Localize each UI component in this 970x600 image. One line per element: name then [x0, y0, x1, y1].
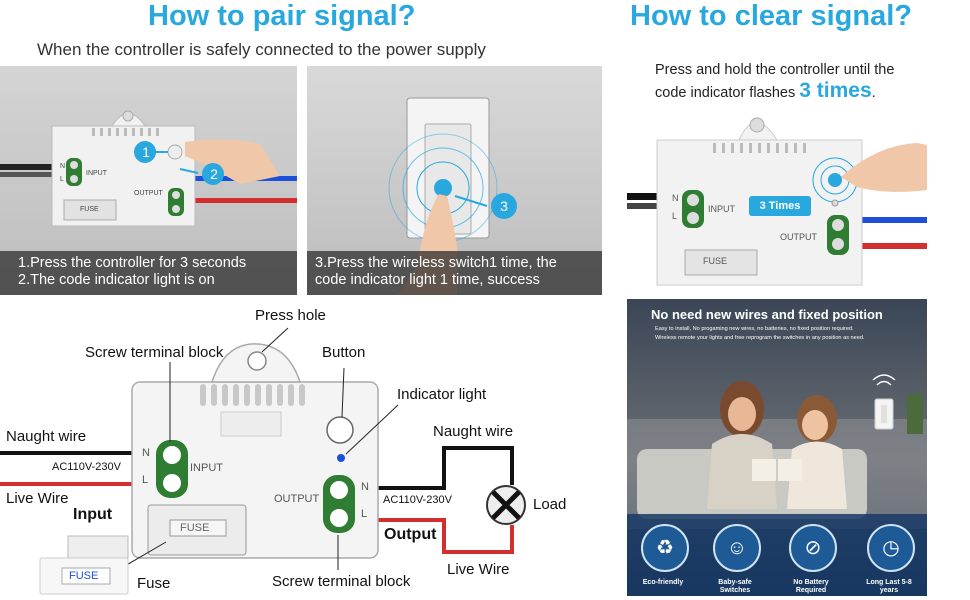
- button-label: Button: [322, 344, 366, 361]
- diagram-fuse-print: FUSE: [180, 522, 210, 534]
- pair-step3-caption: 3.Press the wireless switch1 time, the c…: [307, 251, 602, 295]
- wiring-diagram: [0, 327, 526, 595]
- promo-line-1: Easy to install, No progaming new wires,…: [655, 326, 854, 332]
- clear-fuse-print: FUSE: [703, 256, 728, 266]
- terminal-n-label-1: N: [60, 163, 66, 170]
- diagram-l-output: L: [361, 508, 368, 520]
- input-print-1: INPUT: [86, 170, 107, 177]
- live-wire-right-label: Live Wire: [447, 561, 510, 578]
- pair-step3-panel: 3 3.Press the wireless switch1 time, the…: [307, 66, 602, 295]
- no-battery-icon: ⊘: [789, 524, 837, 572]
- terminal-l-label-1: L: [60, 176, 64, 183]
- input-label: Input: [73, 506, 113, 523]
- caption-line: code indicator light 1 time, success: [315, 272, 540, 288]
- pair-title: How to pair signal?: [148, 0, 416, 32]
- clear-controller-illustration: [627, 117, 927, 286]
- clear-instruction-prefix: code indicator flashes: [655, 85, 800, 101]
- step-badge-1: 1: [142, 144, 150, 160]
- diagram-n-output: N: [361, 481, 369, 493]
- voltage-right-label: AC110V-230V: [383, 494, 452, 506]
- clear-terminal-l: L: [672, 211, 678, 221]
- press-hole-label: Press hole: [255, 307, 326, 324]
- feature-eco-label: Eco-friendly: [642, 579, 684, 586]
- caption-line: 1.Press the controller for 3 seconds: [18, 255, 247, 271]
- indicator-light-label: Indicator light: [397, 386, 487, 403]
- output-label: Output: [384, 526, 437, 543]
- clear-output-print: OUTPUT: [780, 232, 817, 242]
- clear-instruction-line2: code indicator flashes 3 times.: [655, 79, 876, 103]
- screw-terminal-bottom-label: Screw terminal block: [272, 573, 411, 590]
- diagram-input-print: INPUT: [190, 462, 223, 474]
- feature-baby-safe-label: Baby-safe Switches: [718, 579, 752, 594]
- voltage-left-label: AC110V-230V: [52, 461, 121, 473]
- clear-title: How to clear signal?: [630, 0, 912, 32]
- promo-title: No need new wires and fixed position: [651, 307, 883, 322]
- pair-step1-panel: 1 2 N L INPUT OUTPUT FUSE 1.Press the co…: [0, 66, 297, 295]
- screw-terminal-top-label: Screw terminal block: [85, 344, 224, 361]
- load-label: Load: [533, 496, 567, 513]
- recycle-icon: ♻: [641, 524, 689, 572]
- feature-no-battery-label: No Battery Required: [793, 579, 829, 594]
- naught-wire-right-label: Naught wire: [433, 423, 514, 440]
- feature-long-last-label: Long Last 5-8 years: [866, 579, 912, 594]
- caption-line: 3.Press the wireless switch1 time, the: [315, 255, 557, 271]
- clear-suffix: .: [871, 85, 876, 101]
- fuse-print-1: FUSE: [80, 206, 99, 213]
- diagram-output-print: OUTPUT: [274, 493, 320, 505]
- diagram-l-input: L: [142, 474, 149, 486]
- naught-wire-left-label: Naught wire: [6, 428, 87, 445]
- caption-line: 2.The code indicator light is on: [18, 272, 215, 288]
- clear-terminal-n: N: [672, 193, 679, 203]
- controller-illustration-1: [0, 110, 297, 227]
- diagram-n-input: N: [142, 447, 150, 459]
- three-times-badge: 3 Times: [759, 200, 801, 212]
- step-badge-2: 2: [210, 166, 218, 182]
- live-wire-left-label: Live Wire: [6, 490, 69, 507]
- step-badge-3: 3: [500, 198, 508, 214]
- clock-icon: ◷: [867, 524, 915, 572]
- clear-instruction-line1: Press and hold the controller until the: [655, 62, 895, 78]
- promo-line-2: Wireless remote your lights and free rep…: [655, 335, 865, 341]
- pair-subtitle: When the controller is safely connected …: [37, 40, 486, 59]
- lifestyle-promo-panel: No need new wires and fixed position Eas…: [627, 299, 927, 596]
- fuse-label: Fuse: [137, 575, 171, 592]
- pair-step1-caption: 1.Press the controller for 3 seconds 2.T…: [0, 251, 297, 295]
- clear-input-print: INPUT: [708, 204, 735, 214]
- clear-highlight: 3 times: [799, 79, 872, 102]
- fuse-part-print: FUSE: [69, 570, 99, 582]
- baby-hands-icon: ☺: [713, 524, 761, 572]
- output-print-1: OUTPUT: [134, 190, 163, 197]
